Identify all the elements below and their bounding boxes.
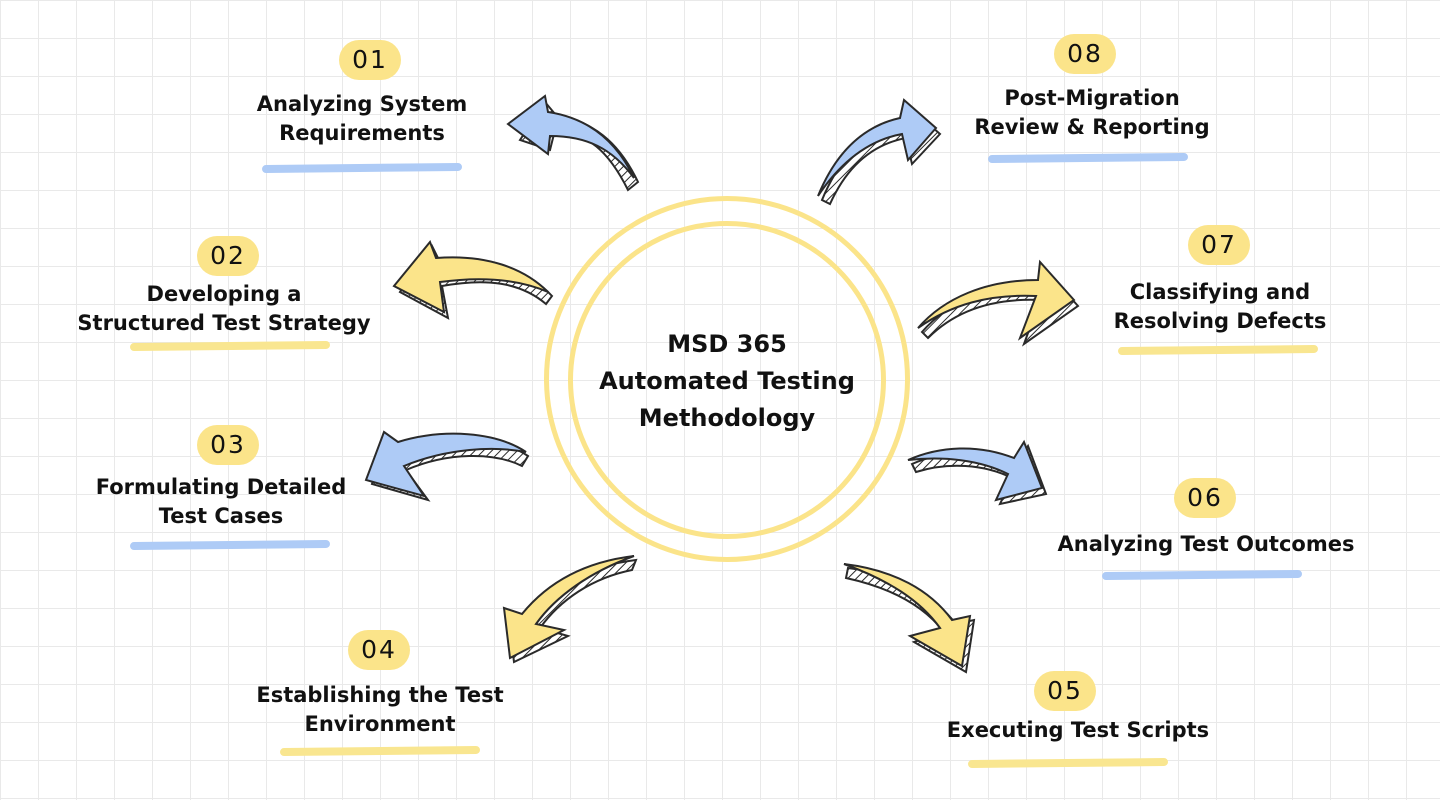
center-title: MSD 365 Automated Testing Methodology — [599, 330, 855, 432]
arrow-08 — [817, 98, 942, 206]
step-05-label: Executing Test Scripts — [946, 718, 1210, 742]
arrow-03 — [364, 430, 530, 502]
step-01-badge: 01 — [339, 40, 401, 80]
center-ring-inner — [568, 221, 886, 539]
arrow-02 — [392, 240, 554, 320]
step-01-label: Analyzing System Requirements — [256, 92, 468, 145]
arrow-01 — [506, 94, 640, 192]
center-ring-outer — [544, 196, 910, 562]
step-02-label: Developing a Structured Test Strategy — [77, 282, 371, 335]
step-03-badge: 03 — [197, 425, 259, 465]
step-06-label: Analyzing Test Outcomes — [1057, 532, 1355, 556]
step-03-label: Formulating Detailed Test Cases — [95, 475, 347, 528]
step-02-badge: 02 — [197, 236, 259, 276]
step-07-label: Classifying and Resolving Defects — [1113, 280, 1327, 333]
step-05-badge: 05 — [1034, 671, 1096, 711]
arrow-06 — [907, 439, 1048, 506]
step-04-badge: 04 — [348, 630, 410, 670]
step-07-badge: 07 — [1188, 225, 1250, 265]
arrow-07 — [917, 259, 1080, 347]
step-04-label: Establishing the Test Environment — [256, 683, 504, 736]
arrow-05 — [843, 563, 976, 674]
step-06-badge: 06 — [1174, 478, 1236, 518]
step-08-badge: 08 — [1054, 34, 1116, 74]
step-08-label: Post-Migration Review & Reporting — [974, 86, 1210, 139]
arrow-04 — [502, 555, 638, 664]
